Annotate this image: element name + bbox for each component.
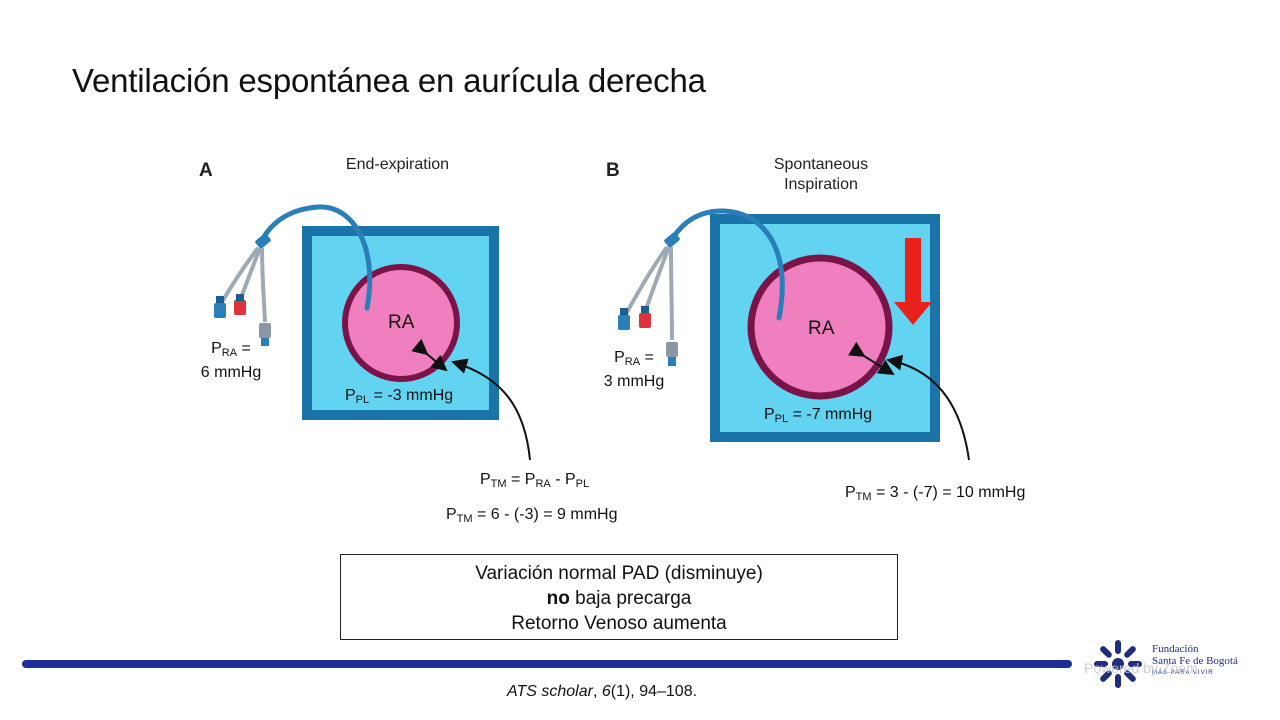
panel-b-pra-sub: RA: [624, 356, 641, 368]
panel-b-ppl-sym: P: [764, 406, 775, 423]
panel-a-letter: A: [199, 160, 213, 181]
panel-a-formula-p1: P: [480, 471, 491, 488]
panel-a-formula-m1: = P: [506, 471, 536, 488]
panel-b-catheter: [670, 208, 785, 321]
slide-title: Ventilación espontánea en aurícula derec…: [72, 62, 706, 99]
panel-b-ppl-sub: PL: [774, 413, 789, 425]
panel-a-ra-label: RA: [388, 312, 415, 333]
panel-b-letter: B: [606, 160, 620, 181]
summary-box: Variación normal PAD (disminuye) no baja…: [340, 554, 898, 640]
panel-a-ppl-label: PPL = -3 mmHg: [345, 386, 453, 410]
footer-bar: [22, 660, 1072, 668]
logo-name-line1: Fundación: [1152, 643, 1199, 655]
panel-a-calculation: PTM = 6 - (-3) = 9 mmHg: [446, 505, 617, 529]
panel-a-calc-sym: P: [446, 506, 457, 523]
panel-b-calculation: PTM = 3 - (-7) = 10 mmHg: [845, 483, 1025, 507]
summary-line-2-rest: baja precarga: [569, 588, 692, 609]
citation-journal: ATS scholar: [507, 683, 593, 700]
panel-b-caption-line2: Inspiration: [784, 176, 858, 193]
panel-a-formula-s3: PL: [575, 478, 590, 490]
panel-a-formula: PTM = PRA - PPL: [480, 470, 589, 494]
panel-a-calc-rest: = 6 - (-3) = 9 mmHg: [472, 506, 618, 523]
panel-b-caption: Spontaneous Inspiration: [748, 155, 894, 195]
panel-a-pra-sym: P: [211, 340, 222, 357]
panel-a-ppl-sym: P: [345, 387, 356, 404]
panel-b-calc-sub: TM: [855, 491, 872, 503]
citation: ATS scholar, 6(1), 94–108.: [507, 683, 697, 701]
panel-b-membrane-arrow: [847, 341, 895, 376]
panel-b-calc-rest: = 3 - (-7) = 10 mmHg: [871, 484, 1026, 501]
panel-b-pra-value: 3 mmHg: [603, 373, 665, 390]
panel-a-membrane-arrow: [411, 338, 448, 372]
panel-a-line-hub: [214, 233, 271, 346]
summary-line-1: Variación normal PAD (disminuye): [475, 563, 763, 584]
panel-a-pra-label: PRA = 6 mmHg: [197, 339, 265, 382]
panel-b-pointer-arrow: [886, 354, 970, 461]
panel-b-pra-label: PRA = 3 mmHg: [598, 348, 670, 391]
citation-rest: (1), 94–108.: [610, 683, 698, 700]
panel-a-pointer-arrow: [451, 358, 531, 461]
summary-line-2: no baja precarga: [341, 586, 897, 611]
panel-a-ppl-sub: PL: [355, 394, 370, 406]
panel-b-pra-sym: P: [614, 349, 625, 366]
panel-a-formula-m2: - P: [550, 471, 576, 488]
panel-a-formula-s2: RA: [535, 478, 551, 490]
citation-volume: 6: [601, 683, 611, 700]
panel-b-down-arrow-icon: [894, 238, 932, 325]
summary-line-2-bold: no: [546, 588, 570, 609]
panel-a-formula-s1: TM: [490, 478, 507, 490]
zoom-watermark: Powered by Zoom: [1084, 660, 1198, 676]
panel-a-pra-value: 6 mmHg: [200, 364, 262, 381]
panel-b-caption-line1: Spontaneous: [773, 156, 869, 173]
logo-name-line2: Santa Fe de Bogotá: [1152, 655, 1238, 667]
panel-b-pra-eq: =: [640, 349, 654, 366]
citation-sep: ,: [592, 683, 602, 700]
foundation-logo-icon: [1094, 640, 1142, 688]
panel-a-calc-sub: TM: [456, 513, 473, 525]
panel-a-ppl-rest: = -3 mmHg: [369, 387, 454, 404]
panel-b-ra-label: RA: [808, 318, 835, 339]
panel-b-ppl-rest: = -7 mmHg: [788, 406, 873, 423]
panel-a-pra-eq: =: [237, 340, 251, 357]
panel-a-caption: End-expiration: [345, 156, 450, 173]
panel-b-ppl-label: PPL = -7 mmHg: [764, 405, 872, 429]
panel-b-calc-sym: P: [845, 484, 856, 501]
summary-line-3: Retorno Venoso aumenta: [511, 613, 727, 634]
logo-tagline: MÁS PARA VIVIR: [1152, 670, 1214, 676]
logo-name: Fundación Santa Fe de Bogotá: [1152, 643, 1238, 667]
panel-a-pra-sub: RA: [221, 347, 238, 359]
panel-a-catheter: [259, 204, 373, 311]
panel-b-line-hub: [618, 232, 680, 366]
